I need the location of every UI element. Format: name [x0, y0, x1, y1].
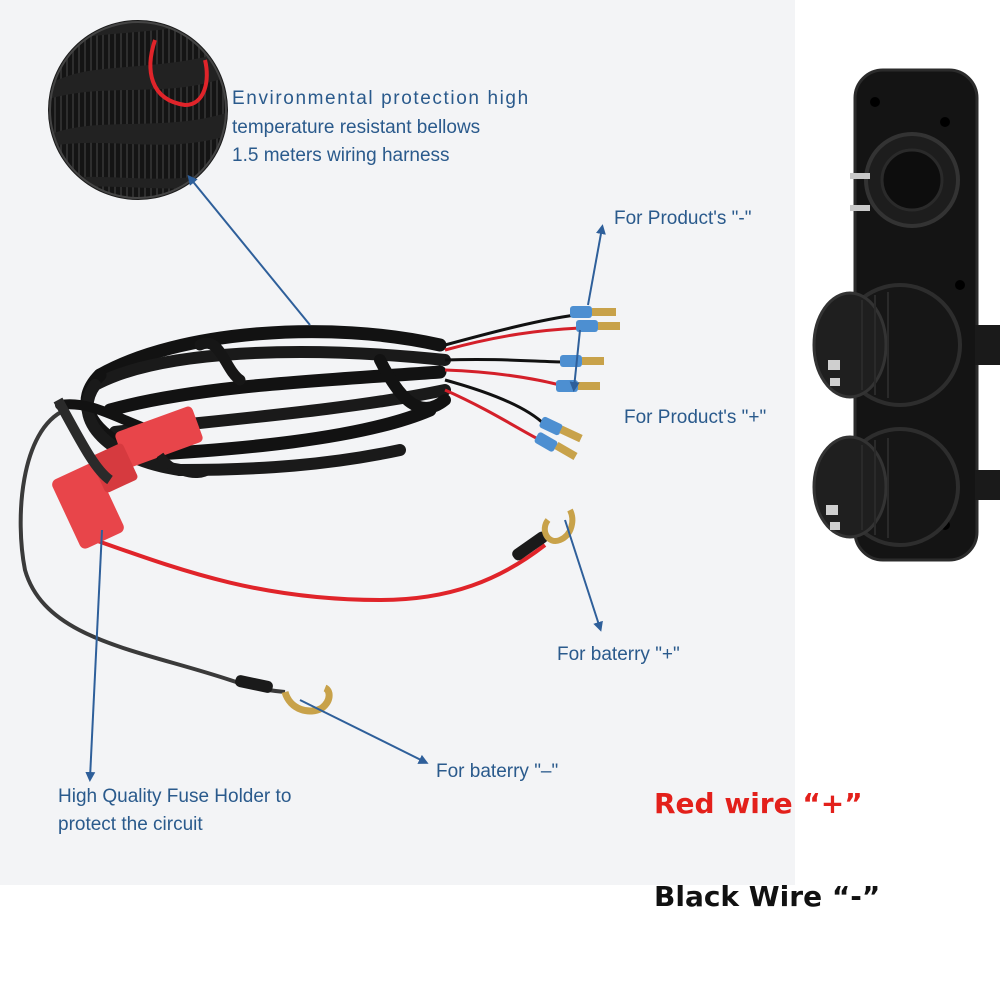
spade-terminal-icon — [592, 308, 616, 316]
fuse-description-line2: protect the circuit — [58, 814, 203, 835]
fuse-description-line1: High Quality Fuse Holder to — [58, 786, 292, 807]
battery-negative-label: For baterry "–" — [436, 761, 559, 782]
arrow-icon — [587, 224, 606, 306]
spade-terminal-icon — [598, 322, 620, 330]
spade-terminal-icon — [559, 425, 583, 443]
product-negative-label: For Product's "-" — [614, 208, 752, 229]
terminal-leads — [444, 313, 581, 442]
arrow-icon — [564, 519, 603, 632]
spade-terminal-icon — [554, 442, 578, 460]
harness-description-line1: Environmental protection high — [232, 88, 530, 109]
spade-terminal-icon — [560, 355, 582, 367]
battery-positive-wire — [94, 538, 547, 603]
ring-terminal-icon — [541, 508, 576, 544]
arrow-icon — [85, 529, 103, 782]
spade-terminal-icon — [582, 357, 604, 365]
arrow-icon — [187, 174, 311, 326]
spade-terminals — [534, 306, 620, 460]
arrow-icon — [569, 329, 581, 392]
harness-description-line2: temperature resistant bellows — [232, 117, 481, 138]
arrow-icon — [299, 699, 429, 764]
fuse-holder — [52, 397, 213, 549]
socket-panel — [812, 68, 1000, 562]
black-wire-note: Black Wire “-” — [654, 880, 881, 913]
spade-terminal-icon — [570, 306, 592, 318]
spade-terminal-icon — [578, 382, 600, 390]
bellows-zoom-detail — [48, 20, 228, 200]
callout-arrows — [85, 174, 606, 782]
power-socket-icon — [812, 427, 960, 547]
ring-terminal-icon — [281, 684, 333, 715]
battery-positive-label: For baterry "+" — [557, 644, 680, 665]
spade-terminal-icon — [576, 320, 598, 332]
product-positive-label: For Product's "+" — [624, 407, 767, 428]
spade-terminal-icon — [534, 432, 558, 452]
harness-description-line3: 1.5 meters wiring harness — [232, 145, 450, 166]
bellows-harness — [55, 325, 451, 476]
spade-terminal-icon — [539, 416, 563, 436]
usb-socket-icon — [850, 132, 960, 228]
power-socket-icon — [812, 283, 962, 407]
red-wire-note: Red wire “+” — [654, 787, 863, 820]
